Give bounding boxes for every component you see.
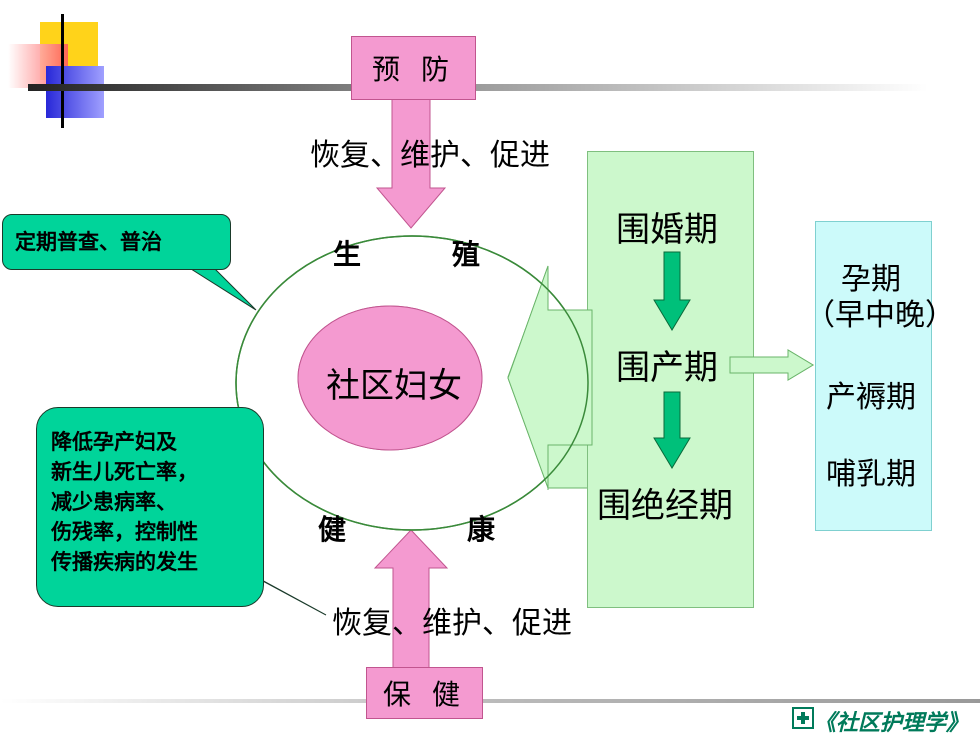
period-lactation: 哺乳期 <box>826 457 916 492</box>
callout-bottom-line-4: 伤残率，控制性 <box>51 520 198 544</box>
period-pregnancy-stages: （早中晚） <box>805 298 955 333</box>
stage-arrow-2-front <box>653 391 691 469</box>
callout-bottom-line-5: 传播疾病的发生 <box>51 550 198 574</box>
deco-horizontal-line <box>28 84 928 91</box>
callout-top: 定期普查、普治 <box>2 214 231 270</box>
callout-bottom-line-1: 降低孕产妇及 <box>51 430 177 454</box>
label-reproduction-2: 殖 <box>452 238 481 271</box>
bottom-caption: 恢复、维护、促进 <box>332 606 572 641</box>
footer-bar <box>0 699 980 703</box>
callout-bottom-line-3: 减少患病率、 <box>51 490 177 514</box>
center-ellipse-front <box>297 305 483 451</box>
deco-vertical-line <box>61 14 64 128</box>
period-puerperium: 产褥期 <box>826 380 916 415</box>
stage-perimenopause: 围绝经期 <box>597 486 733 526</box>
healthcare-label: 保 健 <box>383 678 466 711</box>
stage-arrow-1-front <box>653 251 691 331</box>
top-pink-arrow <box>375 98 447 229</box>
prevention-box: 预 防 <box>351 36 476 100</box>
stage-box <box>587 151 754 608</box>
callout-top-text: 定期普查、普治 <box>15 230 162 254</box>
hospital-icon <box>792 707 814 729</box>
callout-bottom-line-2: 新生儿死亡率， <box>51 460 198 484</box>
footer-title: 《社区护理学》 <box>814 711 969 736</box>
outer-ellipse-front <box>235 235 589 531</box>
center-label: 社区妇女 <box>326 366 462 406</box>
stage-premarital: 围婚期 <box>616 210 718 250</box>
label-reproduction-1: 生 <box>333 238 362 271</box>
top-caption: 恢复、维护、促进 <box>310 138 550 173</box>
stage-perinatal: 围产期 <box>616 348 718 388</box>
period-box <box>815 221 932 531</box>
period-pregnancy: 孕期 <box>841 262 901 297</box>
label-health-2: 康 <box>467 513 496 546</box>
deco-blue-square <box>46 66 104 118</box>
healthcare-box: 保 健 <box>366 667 483 719</box>
label-health-1: 健 <box>318 513 347 546</box>
big-green-arrow-front <box>507 265 593 489</box>
prevention-label: 预 防 <box>372 53 455 86</box>
right-arrow-front <box>729 349 814 381</box>
callout-bottom: 降低孕产妇及 新生儿死亡率， 减少患病率、 伤残率，控制性 传播疾病的发生 <box>36 407 264 607</box>
